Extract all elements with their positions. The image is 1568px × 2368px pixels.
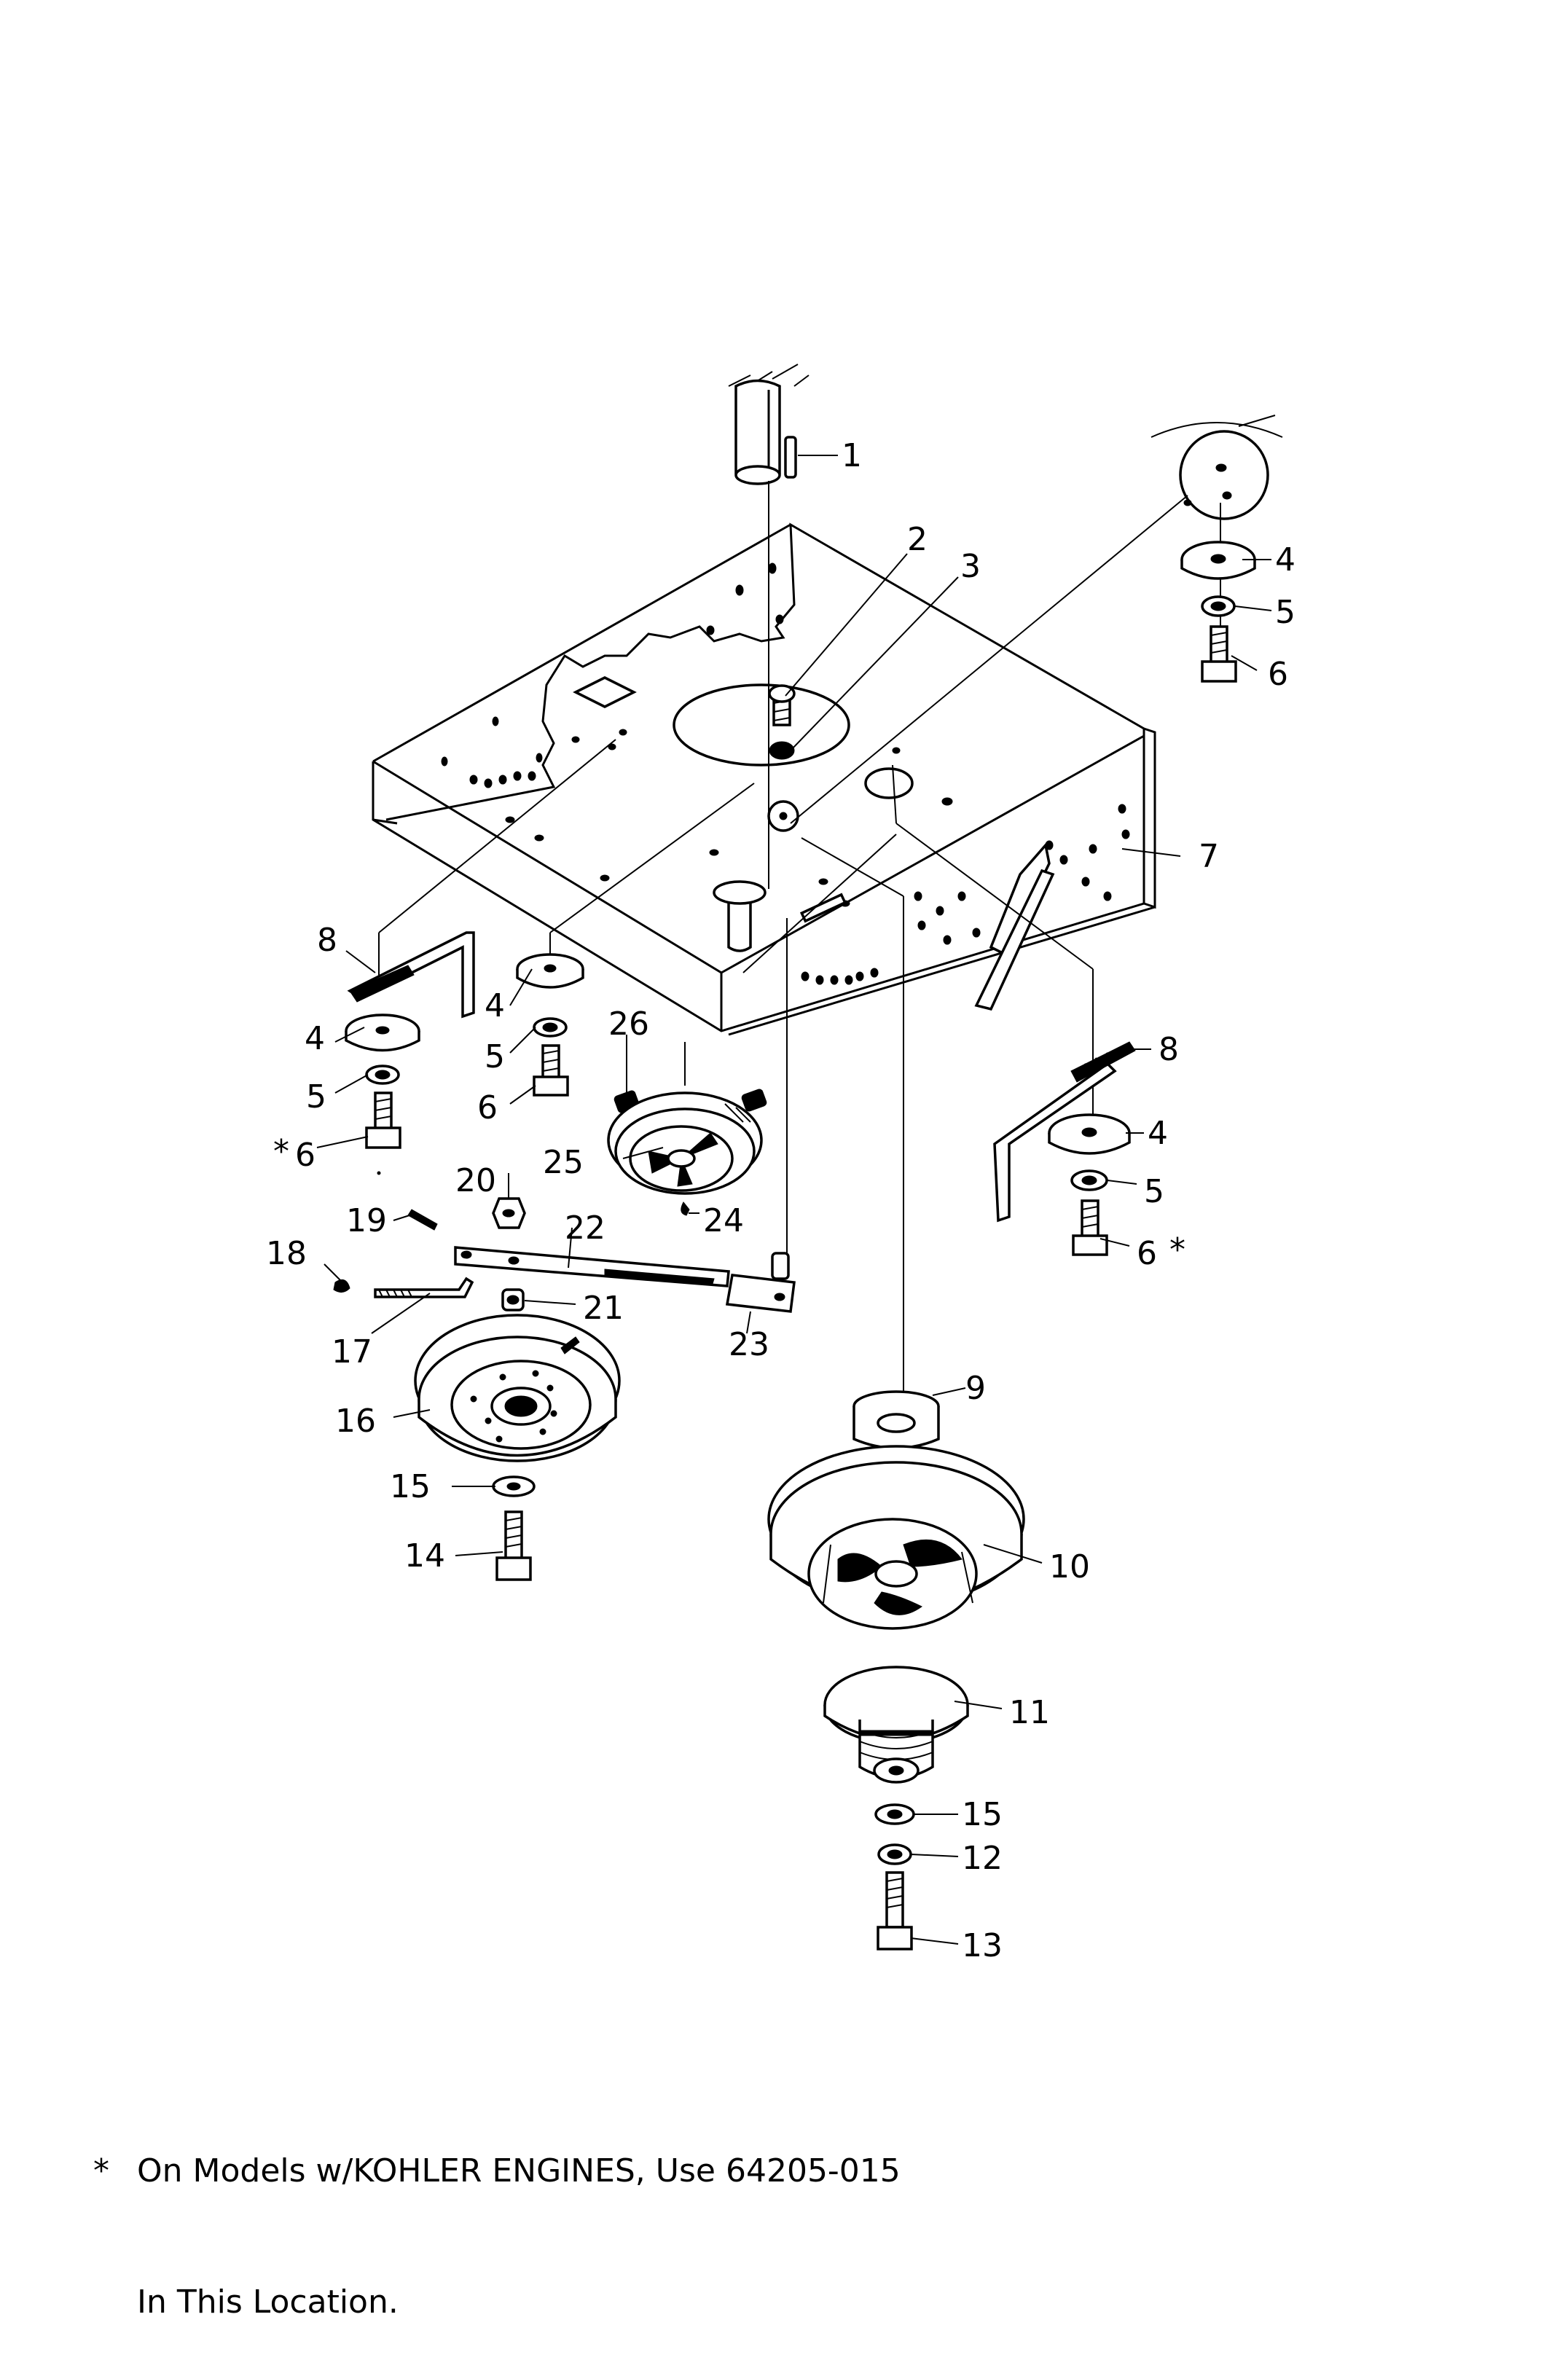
detail-circle-drawing — [1150, 415, 1283, 520]
drive-stack — [767, 1390, 1025, 1951]
callout-24: 24 — [703, 1202, 744, 1239]
callout-labels: 1 2 3 4 5 6 7 8 4 5 * 6 4 5 6 26 25 24 8… — [266, 437, 1295, 1964]
footnote-asterisk: * — [93, 2152, 109, 2189]
shaft-drawing — [728, 364, 810, 485]
footnote: * On Models w/KOHLER ENGINES, Use 64205-0… — [93, 2062, 1478, 2368]
callout-20: 20 — [455, 1162, 496, 1199]
callout-8: 8 — [1159, 1031, 1179, 1068]
callout-6: 6 — [1268, 656, 1288, 693]
callout-5: 5 — [1144, 1173, 1164, 1210]
callout-2: 2 — [907, 521, 928, 558]
exploded-parts-diagram: 1 2 3 4 5 6 7 8 4 5 * 6 4 5 6 26 25 24 8… — [266, 364, 1295, 1964]
callout-21: 21 — [583, 1290, 624, 1327]
pulley-25 — [607, 1089, 767, 1216]
right-bracket-stack — [993, 1041, 1136, 1256]
callout-8: 8 — [317, 922, 337, 959]
callout-23: 23 — [729, 1326, 769, 1363]
callout-14: 14 — [404, 1537, 445, 1575]
callout-16: 16 — [335, 1403, 376, 1440]
callout-5: 5 — [485, 1038, 505, 1075]
callout-4: 4 — [485, 987, 505, 1024]
callout-11: 11 — [1009, 1694, 1050, 1731]
deck-housing-drawing — [372, 522, 1156, 1036]
callout-3: 3 — [960, 548, 981, 585]
callout-leaders — [316, 455, 1272, 1945]
callout-5: 5 — [1275, 594, 1295, 631]
assembly-lines — [378, 481, 1188, 1399]
idler-pulley-16 — [414, 1314, 621, 1581]
callout-18: 18 — [266, 1235, 307, 1272]
callout-4: 4 — [1148, 1115, 1168, 1152]
callout-17: 17 — [332, 1333, 372, 1371]
idler-arm-assembly — [333, 1197, 796, 1313]
callout-13: 13 — [962, 1927, 1003, 1964]
callout-9: 9 — [965, 1370, 986, 1407]
left-bracket-stack — [345, 931, 475, 1175]
callout-1: 1 — [842, 437, 862, 474]
callout-15: 15 — [962, 1796, 1003, 1833]
callout-22: 22 — [565, 1210, 605, 1247]
callout-19: 19 — [346, 1202, 387, 1239]
asterisk: * — [273, 1133, 289, 1170]
callout-6: 6 — [1137, 1235, 1157, 1272]
asterisk: * — [1169, 1231, 1185, 1269]
footnote-line-1: On Models w/KOHLER ENGINES, Use 64205-01… — [137, 2152, 901, 2189]
callout-6: 6 — [477, 1089, 498, 1126]
callout-12: 12 — [962, 1840, 1003, 1877]
callout-7: 7 — [1199, 838, 1219, 875]
middle-stack — [516, 953, 584, 1097]
callout-6: 6 — [295, 1137, 315, 1174]
callout-4: 4 — [1275, 541, 1295, 579]
callout-5: 5 — [306, 1078, 326, 1116]
footnote-line-2: In This Location. — [137, 2283, 399, 2321]
hardware-stack-upper-right — [1180, 503, 1256, 683]
callout-26: 26 — [608, 1005, 649, 1043]
hardware-2-3 — [768, 684, 796, 760]
callout-4: 4 — [305, 1020, 325, 1057]
callout-15: 15 — [390, 1468, 431, 1505]
callout-10: 10 — [1049, 1548, 1090, 1585]
callout-25: 25 — [543, 1144, 584, 1181]
